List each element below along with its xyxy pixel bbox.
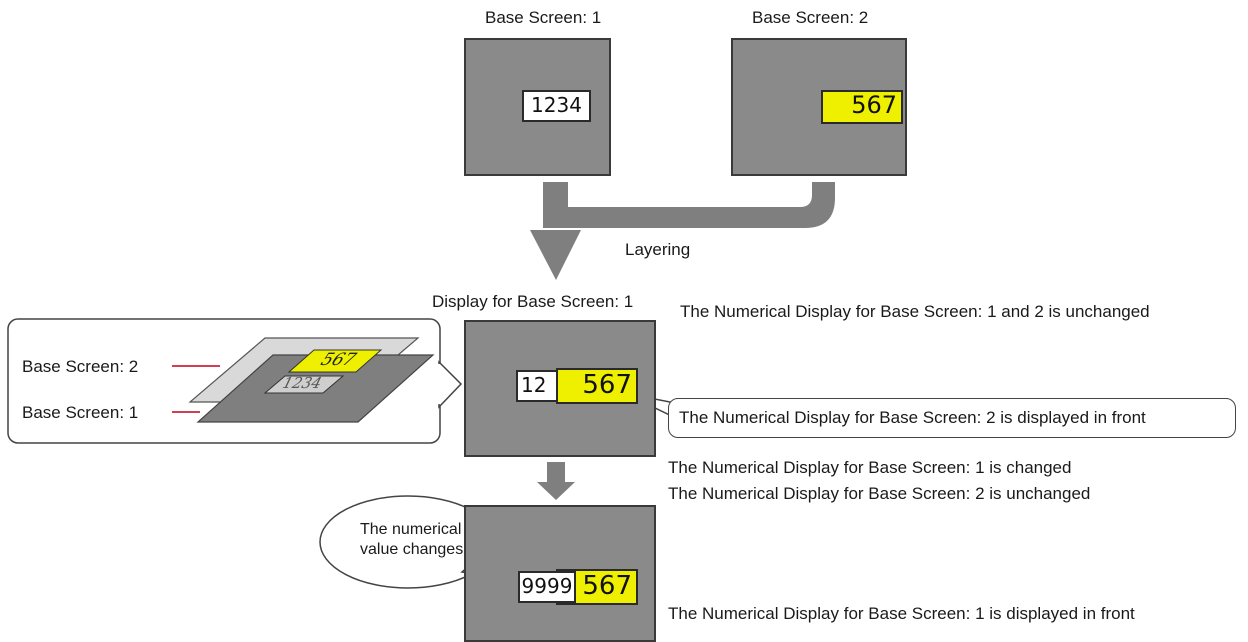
bubble-text: The numerical value changes <box>360 520 464 560</box>
inset-white-display <box>263 375 345 394</box>
base-screen-2-title: Base Screen: 2 <box>752 8 869 27</box>
display-base-screen-1: 12 567 <box>464 320 656 457</box>
numerical-display-1234: 1234 <box>522 90 591 122</box>
note-screen-1-front: The Numerical Display for Base Screen: 1… <box>668 604 1135 623</box>
inset-label-base-screen-1: Base Screen: 1 <box>22 403 139 422</box>
display-title: Display for Base Screen: 1 <box>432 292 634 311</box>
bubble-line-2: value changes <box>360 541 464 558</box>
bubble-line-1: The numerical <box>360 521 462 538</box>
inset-yellow-display <box>287 349 383 373</box>
layering-arrow <box>530 182 835 280</box>
base-screen-2: 567 <box>731 38 907 176</box>
base-screen-1-title: Base Screen: 1 <box>485 8 602 27</box>
display-after-change: 567 9999 <box>464 505 656 642</box>
layer-stack-illustration <box>172 337 435 423</box>
note-screen-2-front: The Numerical Display for Base Screen: 2… <box>679 408 1146 427</box>
down-arrow <box>537 462 575 500</box>
numerical-display-567: 567 <box>821 90 903 124</box>
note-both-unchanged: The Numerical Display for Base Screen: 1… <box>680 302 1150 321</box>
note-screen-1-changed: The Numerical Display for Base Screen: 1… <box>668 458 1072 477</box>
inset-callout <box>7 318 463 444</box>
numerical-display-9999: 9999 <box>518 571 576 603</box>
note-screen-2-unchanged: The Numerical Display for Base Screen: 2… <box>668 484 1091 503</box>
base-screen-1: 1234 <box>464 38 611 176</box>
inset-label-base-screen-2: Base Screen: 2 <box>22 357 139 376</box>
front-callout: The Numerical Display for Base Screen: 2… <box>668 398 1236 438</box>
layering-label: Layering <box>625 240 691 259</box>
numerical-display-567-front: 567 <box>556 368 638 404</box>
